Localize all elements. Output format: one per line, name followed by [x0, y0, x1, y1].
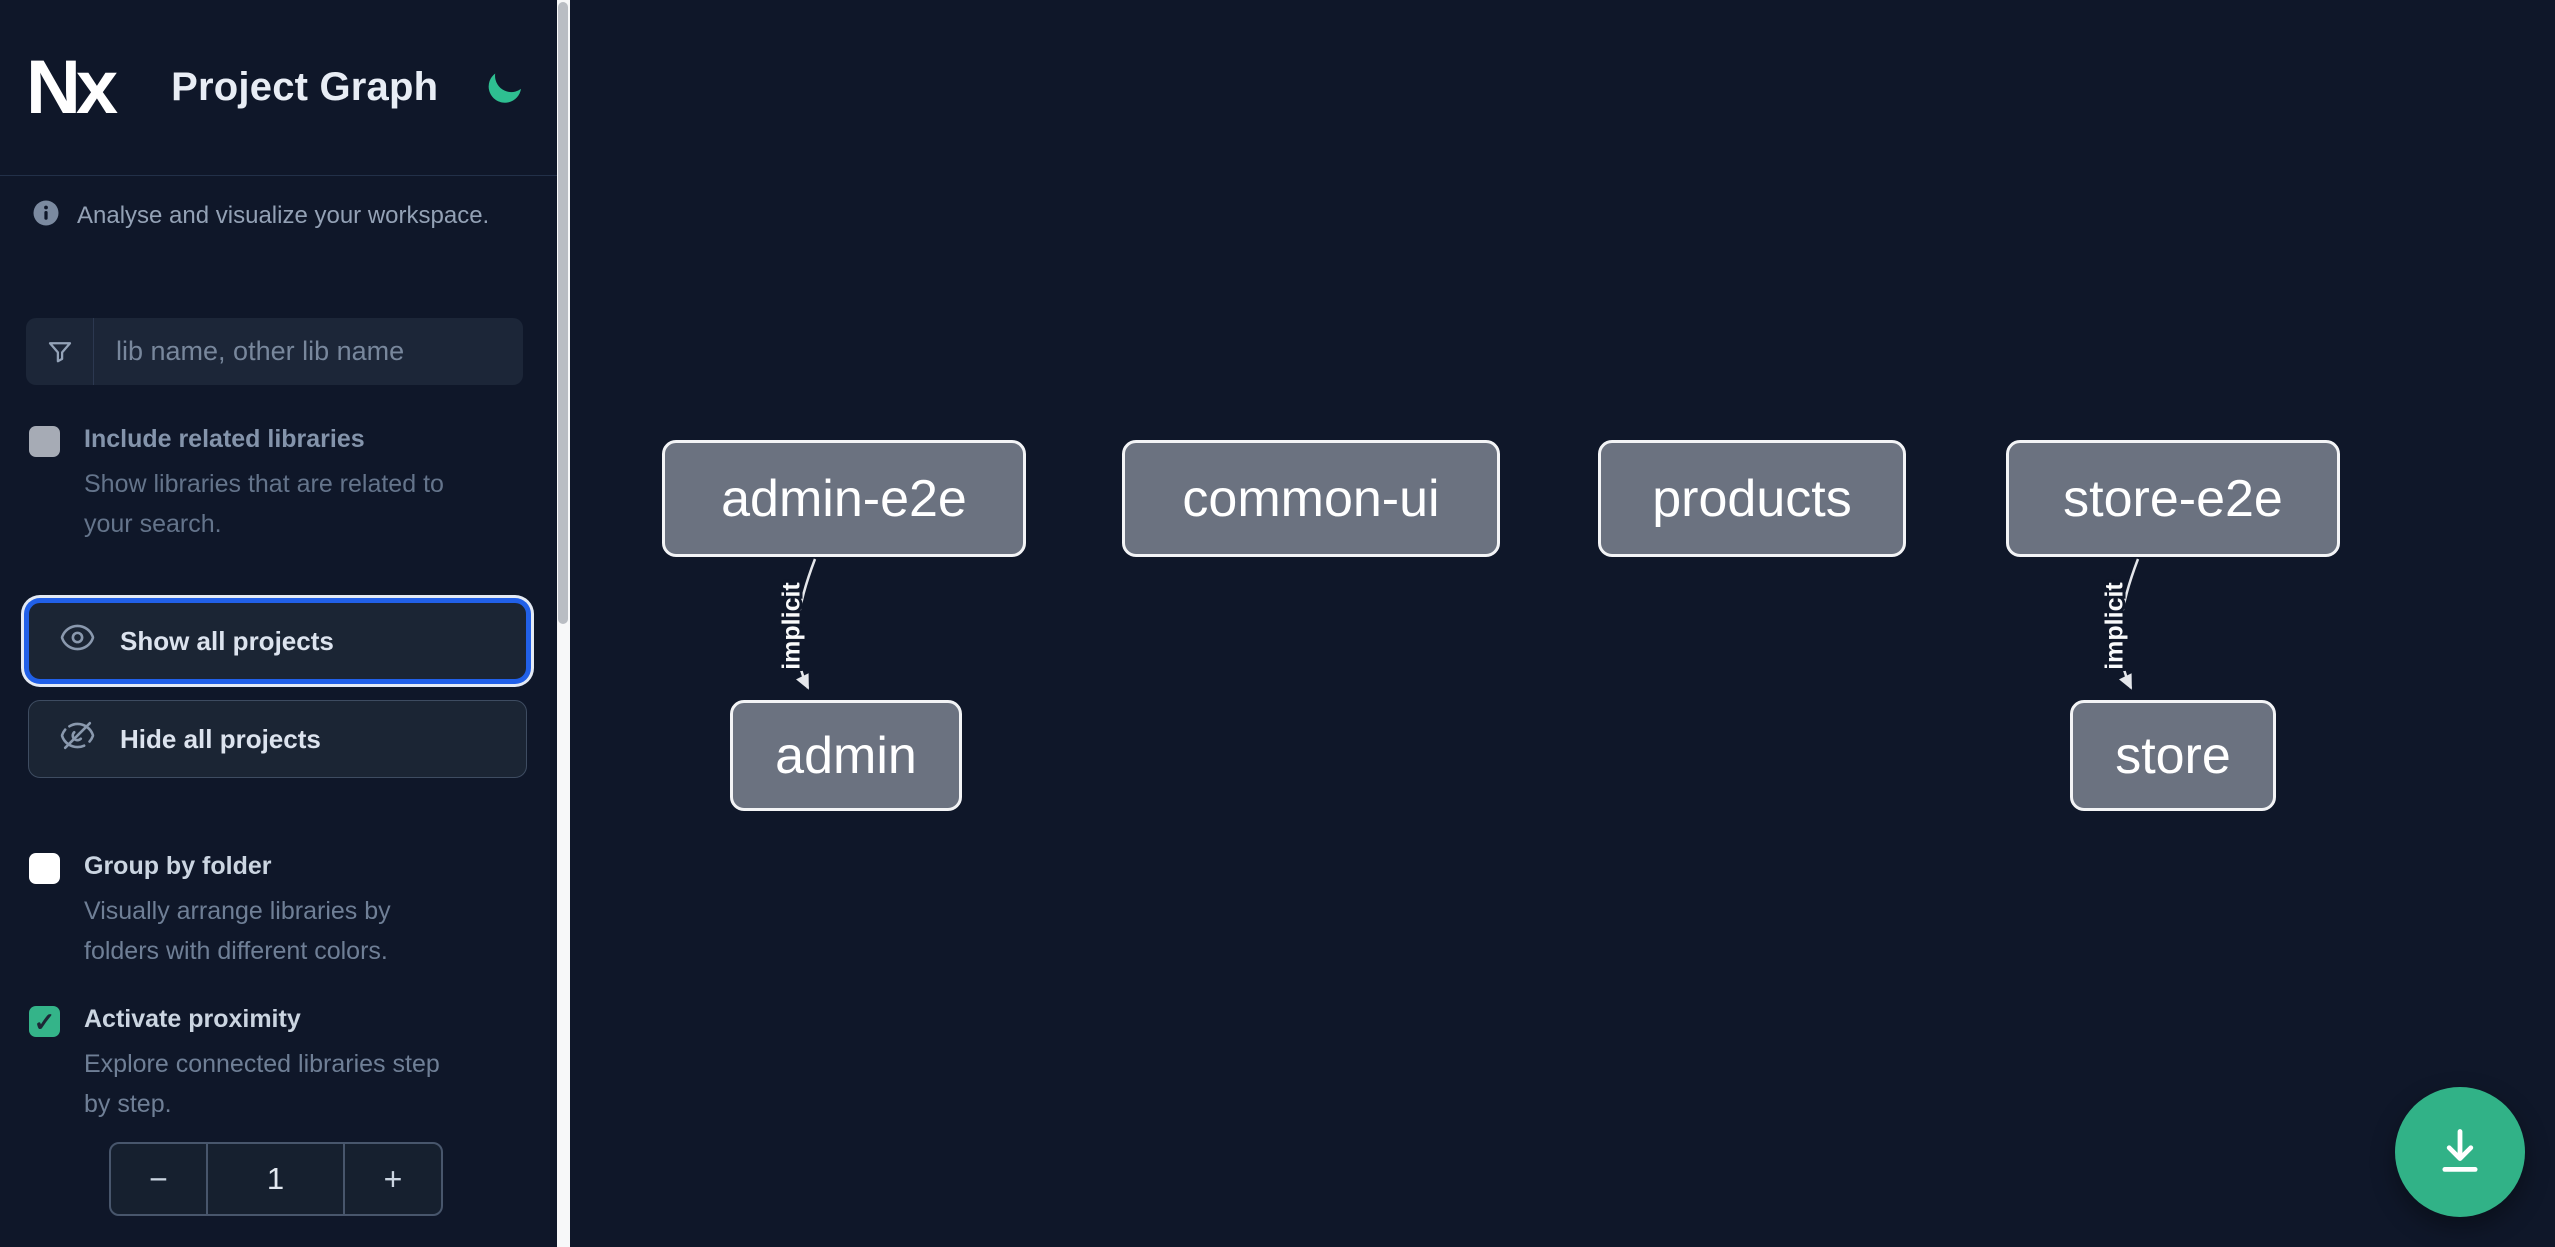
- option-description: Visually arrange libraries by folders wi…: [84, 897, 391, 965]
- edge-store-e2e-store: [2118, 558, 2140, 690]
- graph-node-products[interactable]: products: [1598, 440, 1906, 557]
- stepper-increment-button[interactable]: +: [345, 1144, 441, 1214]
- moon-icon: [484, 72, 524, 111]
- sidebar-header: Nx Project Graph: [0, 0, 557, 176]
- sidebar-scrollbar-thumb[interactable]: [558, 2, 568, 624]
- graph-canvas[interactable]: implicit implicit admin-e2e common-ui pr…: [570, 0, 2555, 1247]
- theme-toggle-button[interactable]: [484, 68, 524, 108]
- info-icon: [31, 198, 61, 233]
- proximity-depth-stepper: − 1 +: [109, 1142, 443, 1216]
- checkbox-activate-proximity[interactable]: ✓: [29, 1006, 60, 1037]
- option-group-by-folder: Group by folder Visually arrange librari…: [29, 851, 527, 971]
- checkbox-group-by-folder[interactable]: [29, 853, 60, 884]
- edge-label-implicit: implicit: [2101, 582, 2129, 670]
- page-title: Project Graph: [171, 65, 439, 109]
- option-activate-proximity: ✓ Activate proximity Explore connected l…: [29, 1004, 527, 1124]
- eye-slash-icon: [59, 717, 96, 761]
- eye-icon: [59, 619, 96, 663]
- option-description: Explore connected libraries step by step…: [84, 1050, 440, 1118]
- graph-node-store[interactable]: store: [2070, 700, 2276, 811]
- graph-node-common-ui[interactable]: common-ui: [1122, 440, 1500, 557]
- option-label: Activate proximity: [84, 1005, 301, 1033]
- option-description: Show libraries that are related to your …: [84, 470, 444, 538]
- download-image-button[interactable]: [2395, 1087, 2525, 1217]
- graph-node-store-e2e[interactable]: store-e2e: [2006, 440, 2340, 557]
- option-include-related-libraries: Include related libraries Show libraries…: [29, 424, 527, 544]
- filter-input[interactable]: [94, 318, 523, 385]
- graph-edges: implicit implicit: [775, 558, 2140, 690]
- tagline-row: Analyse and visualize your workspace.: [31, 198, 537, 233]
- show-all-projects-button[interactable]: Show all projects: [28, 602, 527, 680]
- funnel-icon: [26, 318, 94, 385]
- edge-admin-e2e-admin: [795, 558, 817, 690]
- sidebar-scrollbar-track: [557, 0, 570, 1247]
- stepper-value[interactable]: 1: [208, 1144, 345, 1214]
- checkbox-include-related-libraries: [29, 426, 60, 457]
- filter-box: [26, 318, 523, 385]
- download-icon: [2434, 1125, 2486, 1180]
- option-label: Include related libraries: [84, 425, 365, 453]
- nx-logo: Nx: [26, 44, 118, 130]
- hide-all-projects-button[interactable]: Hide all projects: [28, 700, 527, 778]
- option-label: Group by folder: [84, 852, 272, 880]
- stepper-decrement-button[interactable]: −: [111, 1144, 208, 1214]
- graph-node-admin[interactable]: admin: [730, 700, 962, 811]
- edge-label-implicit: implicit: [778, 582, 806, 670]
- graph-node-admin-e2e[interactable]: admin-e2e: [662, 440, 1026, 557]
- show-all-projects-label: Show all projects: [120, 625, 334, 656]
- tagline-text: Analyse and visualize your workspace.: [77, 201, 490, 229]
- hide-all-projects-label: Hide all projects: [120, 723, 321, 754]
- sidebar: Nx Project Graph Analyse and visualize y…: [0, 0, 557, 1247]
